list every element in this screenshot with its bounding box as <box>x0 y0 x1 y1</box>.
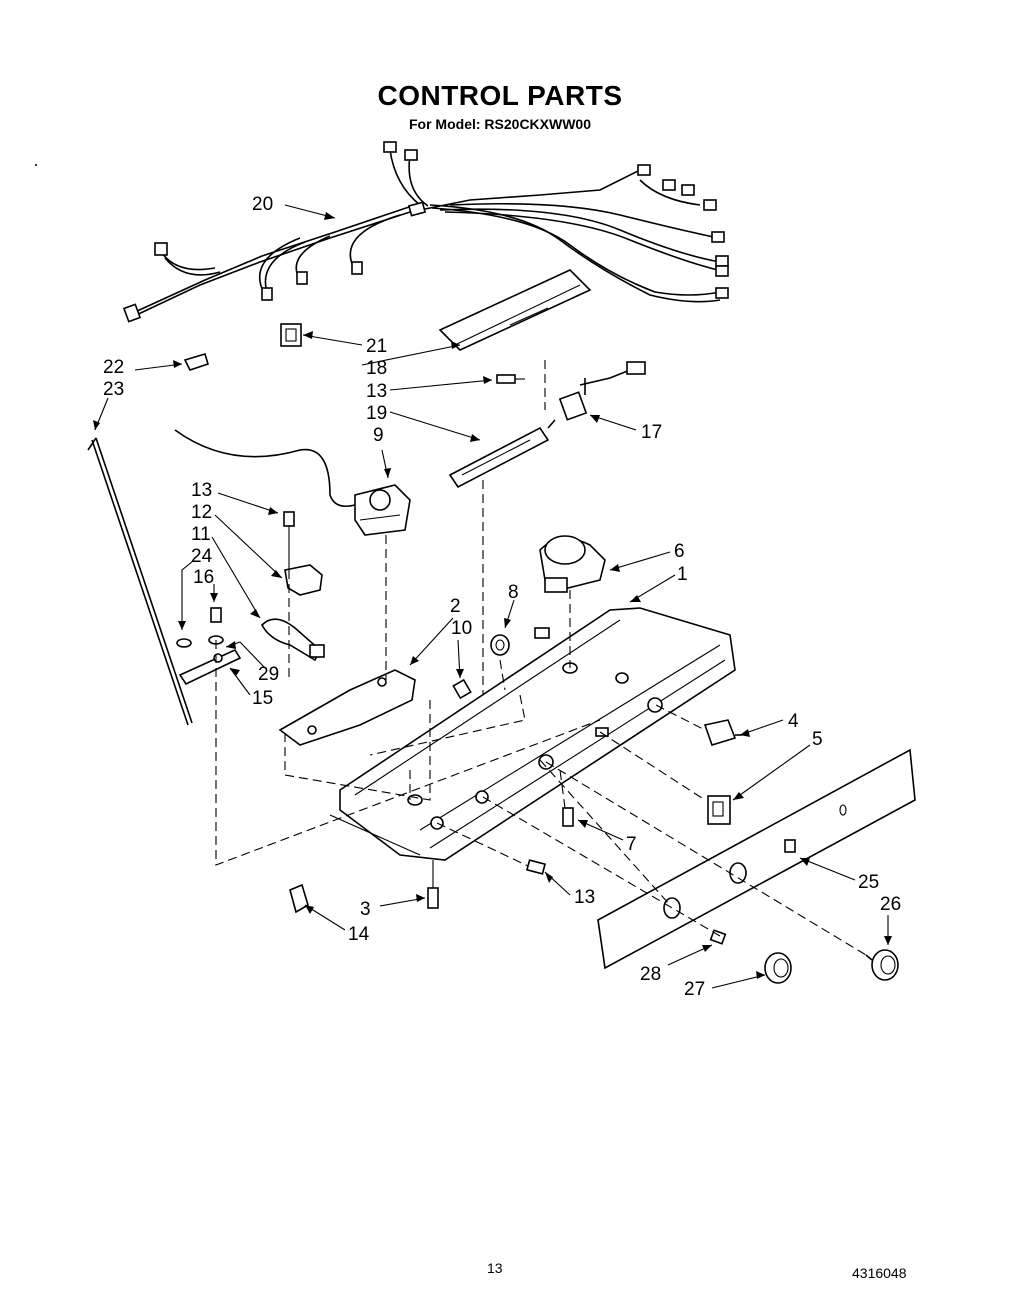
screw-10 <box>452 678 472 700</box>
callout-9: 9 <box>373 425 384 446</box>
page-number: 13 <box>487 1260 503 1276</box>
callout-18: 18 <box>366 358 387 379</box>
bracket-2 <box>278 669 416 746</box>
screw-13-lower <box>525 859 547 875</box>
callout-16: 16 <box>193 567 214 588</box>
washer-28 <box>709 929 727 945</box>
switch-4 <box>703 719 742 746</box>
screw-13-mid <box>283 511 295 570</box>
cam-assembly <box>261 618 325 662</box>
callout-20: 20 <box>252 194 273 215</box>
callout-28: 28 <box>640 964 661 985</box>
switch-5 <box>707 795 731 825</box>
control-rod <box>87 437 193 726</box>
leader-lines <box>93 204 892 989</box>
callout-23: 23 <box>103 379 124 400</box>
callout-21: 21 <box>366 336 387 357</box>
page-title: CONTROL PARTS <box>377 80 623 111</box>
document-number: 4316048 <box>852 1265 907 1281</box>
callout-22: 22 <box>103 357 124 378</box>
callout-13-mid: 13 <box>191 480 212 501</box>
callout-19: 19 <box>366 403 387 424</box>
callout-3: 3 <box>360 899 371 920</box>
knob-26 <box>865 949 899 981</box>
assembly-lines <box>215 480 867 956</box>
bracket-12 <box>284 564 323 596</box>
callout-8: 8 <box>508 582 519 603</box>
callout-12: 12 <box>191 502 212 523</box>
control-cover <box>438 269 592 351</box>
control-housing <box>329 607 736 861</box>
washer-24 <box>176 638 192 648</box>
callout-29: 29 <box>258 664 279 685</box>
callout-25: 25 <box>858 872 879 893</box>
callout-26: 26 <box>880 894 901 915</box>
callout-7: 7 <box>626 834 637 855</box>
screw-16 <box>208 607 224 645</box>
callout-14: 14 <box>348 924 370 945</box>
callout-13-lower: 13 <box>574 887 595 908</box>
screw-3 <box>427 860 439 909</box>
callout-2: 2 <box>450 596 461 617</box>
control-panel <box>597 748 916 970</box>
callout-labels: 20 21 18 22 23 13 19 17 9 13 12 11 24 16… <box>103 194 901 1000</box>
screw-7 <box>562 807 574 827</box>
model-subtitle: For Model: RS20CKXWW00 <box>408 116 591 132</box>
callout-17: 17 <box>641 422 662 443</box>
callout-4: 4 <box>788 711 799 732</box>
stray-mark <box>35 164 37 166</box>
thermostat-tube <box>448 419 556 489</box>
screw-13-top <box>496 374 525 384</box>
callout-11: 11 <box>191 524 211 545</box>
callout-6: 6 <box>674 541 685 562</box>
clip-14 <box>289 883 309 914</box>
callout-15: 15 <box>252 688 273 709</box>
grommet-8 <box>490 634 510 656</box>
callout-5: 5 <box>812 729 823 750</box>
callout-24: 24 <box>191 546 213 567</box>
wiring-harness <box>122 141 729 323</box>
defrost-timer <box>539 535 606 593</box>
link-15 <box>178 648 242 686</box>
clip-part <box>280 323 302 347</box>
retainer-clip <box>183 353 209 371</box>
callout-1: 1 <box>677 564 688 585</box>
callout-27: 27 <box>684 979 705 1000</box>
callout-10: 10 <box>451 618 472 639</box>
defrost-sensor <box>544 360 646 421</box>
callout-13-top: 13 <box>366 381 387 402</box>
knob-27 <box>764 952 792 984</box>
temperature-control <box>174 429 411 536</box>
